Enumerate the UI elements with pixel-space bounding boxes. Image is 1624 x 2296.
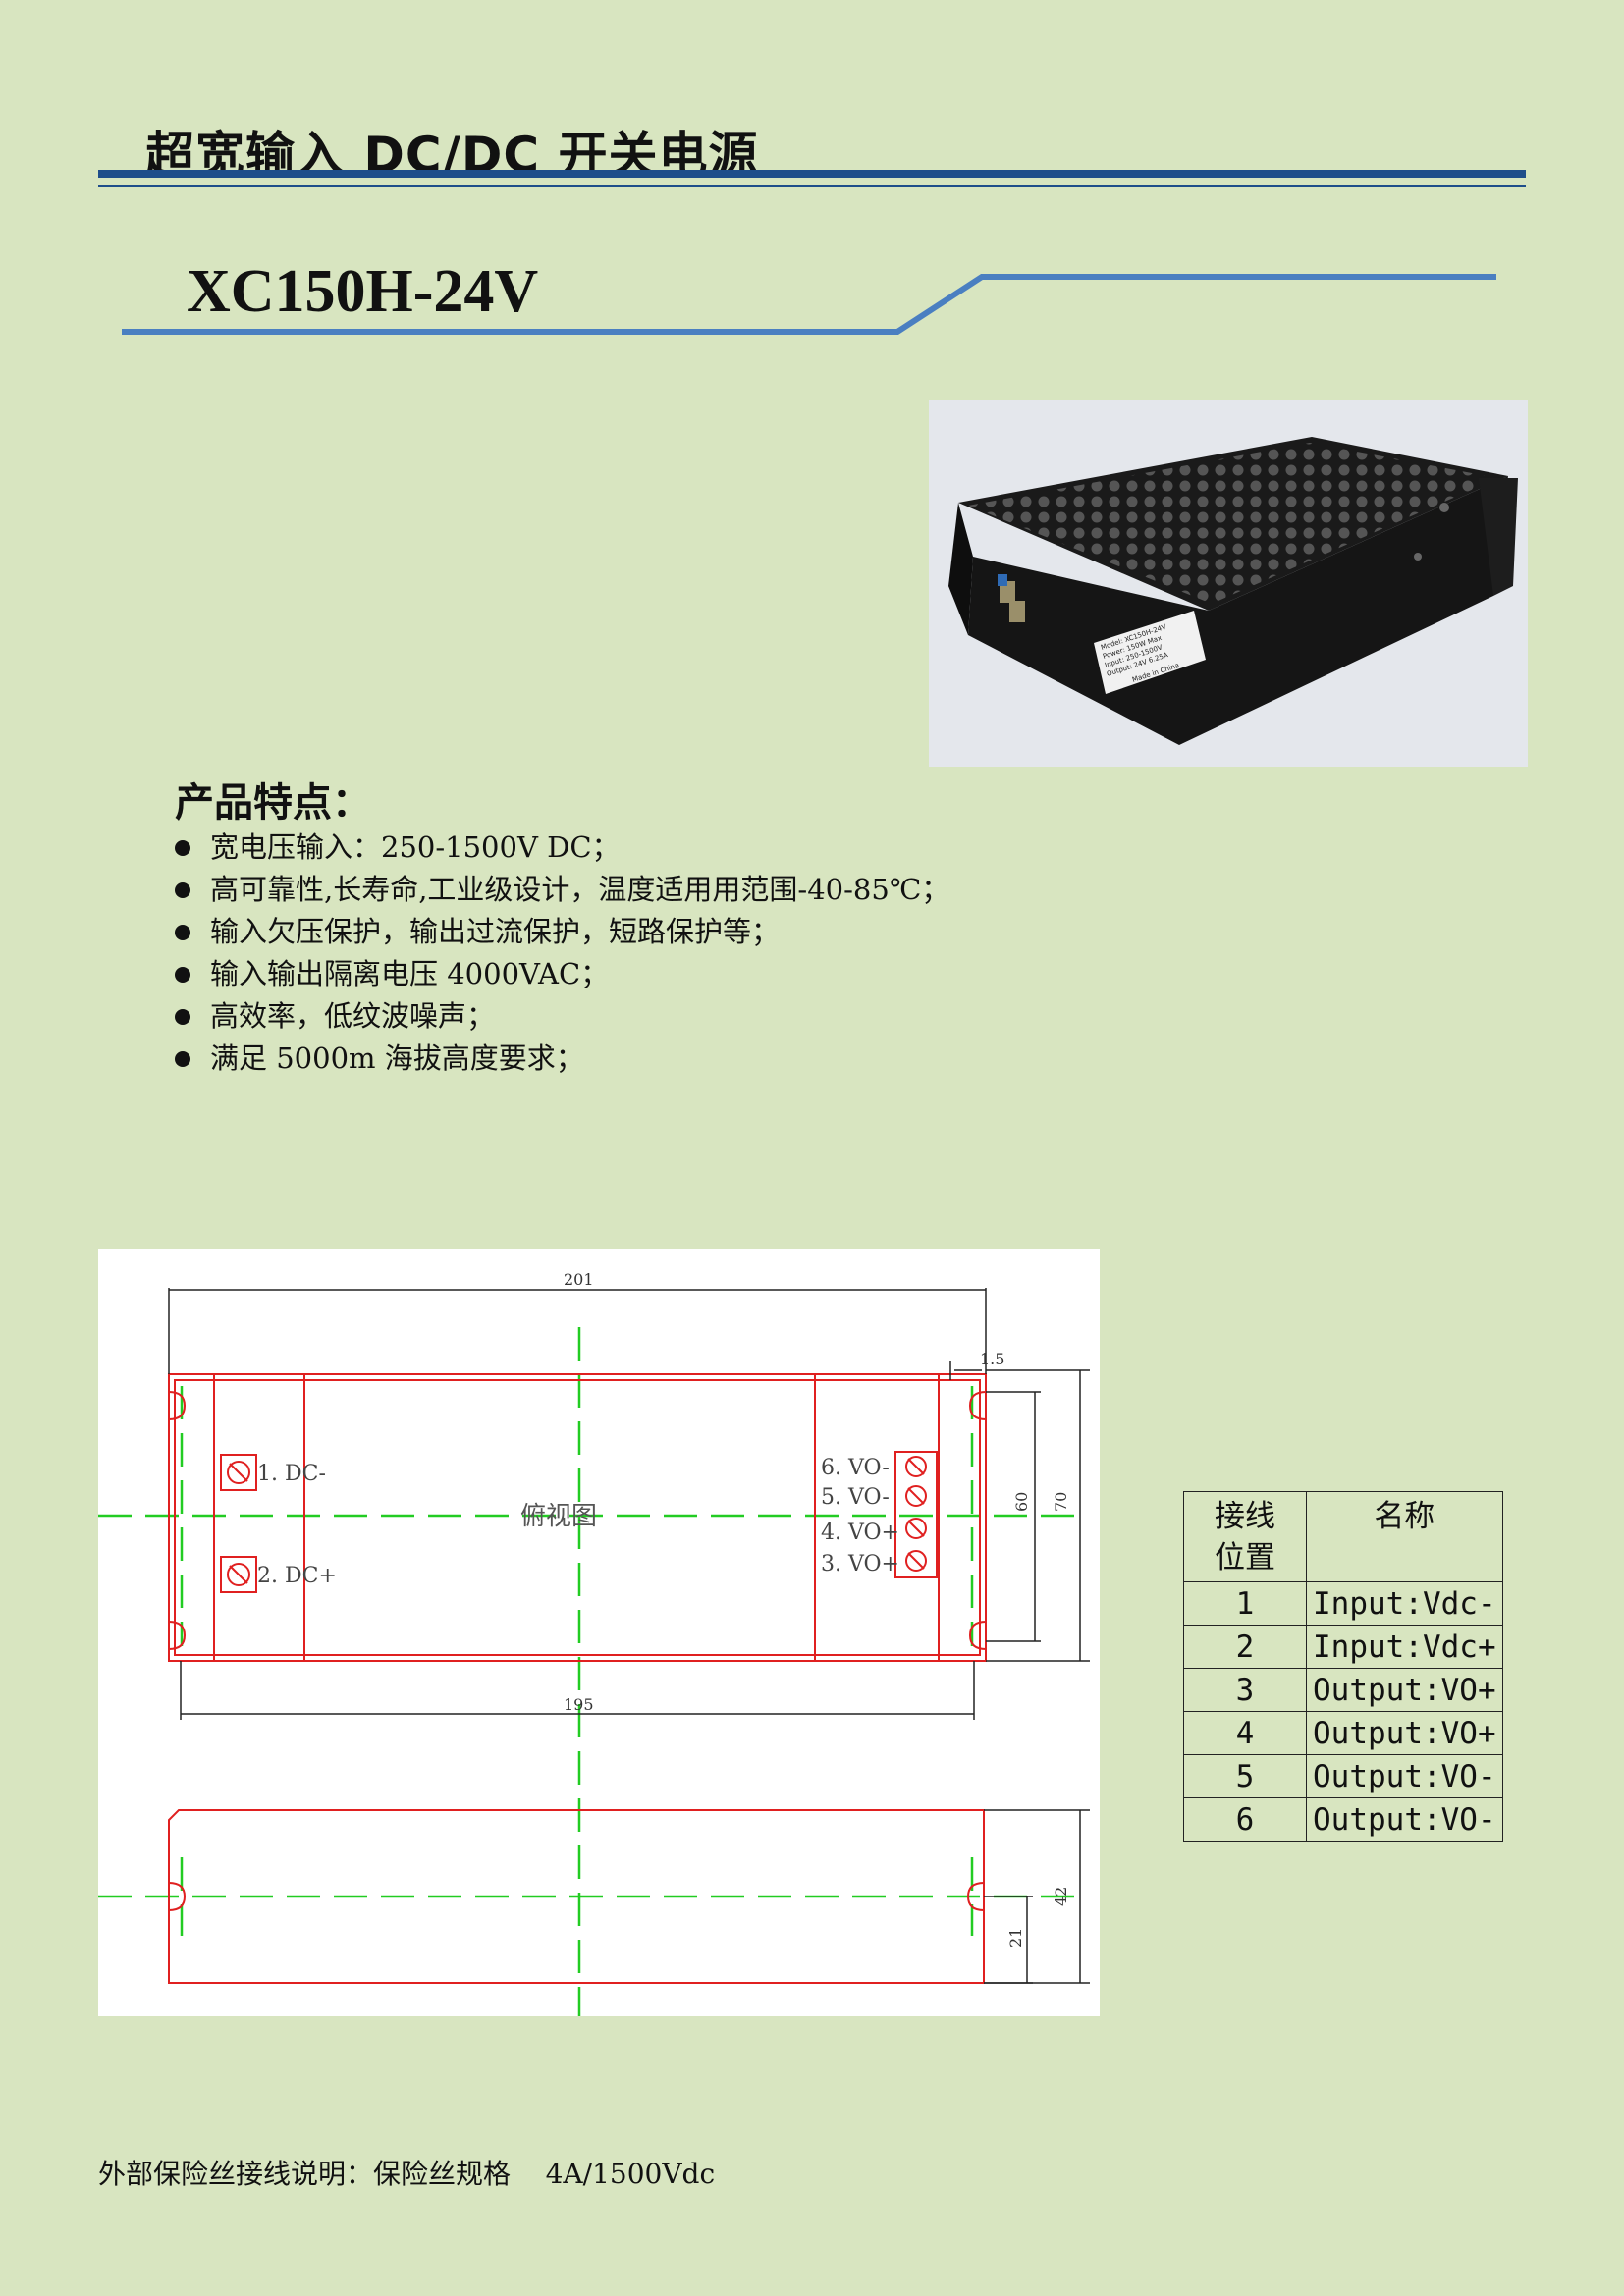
side-view-outline [168, 1809, 985, 1984]
features-title: 产品特点： [175, 780, 371, 826]
feature-item: 宽电压输入：250-1500V DC； [175, 827, 949, 869]
dim-outer-height: 70 [1052, 1492, 1070, 1512]
feature-item: 输入欠压保护，输出过流保护，短路保护等； [175, 911, 949, 953]
pin-position: 5 [1183, 1754, 1307, 1798]
bullet-icon [175, 1008, 190, 1025]
terminal-4: 4. VO+ [821, 1521, 899, 1545]
pin-position: 6 [1183, 1797, 1307, 1842]
features-list: 宽电压输入：250-1500V DC； 高可靠性,长寿命,工业级设计，温度适用用… [175, 827, 949, 1080]
model-name: XC150H-24V [187, 258, 539, 325]
top-view-outline [168, 1373, 987, 1662]
terminal-3: 3. VO+ [821, 1552, 899, 1576]
centerlines [98, 1327, 1085, 2016]
pin-name: Input:Vdc+ [1306, 1625, 1503, 1669]
pin-position: 3 [1183, 1668, 1307, 1712]
feature-text: 满足 5000m 海拔高度要求； [210, 1041, 584, 1075]
terminal-6: 6. VO- [821, 1456, 890, 1480]
header-rule [98, 170, 1526, 178]
bullet-icon [175, 839, 190, 856]
header-position: 接线 位置 [1183, 1491, 1307, 1582]
dimension-lines [168, 1288, 1090, 1984]
pin-name: Input:Vdc- [1306, 1581, 1503, 1626]
pin-position: 2 [1183, 1625, 1307, 1669]
dim-inner-height: 60 [1012, 1492, 1031, 1512]
dim-side-height: 42 [1052, 1887, 1070, 1906]
terminal-dc-minus: 1. DC- [257, 1462, 326, 1486]
mechanical-drawing: 201 195 1.5 70 60 42 21 1. DC- 2. DC+ 6.… [98, 1249, 1100, 2016]
header-position-line-1: 接线 [1215, 1499, 1275, 1534]
view-label: 俯视图 [520, 1502, 597, 1531]
header-name: 名称 [1306, 1491, 1503, 1582]
feature-item: 高可靠性,长寿命,工业级设计，温度适用用范围-40-85℃； [175, 869, 949, 911]
bullet-icon [175, 881, 190, 898]
dim-bottom-length: 195 [564, 1695, 594, 1714]
feature-text: 输入欠压保护，输出过流保护，短路保护等； [210, 915, 781, 948]
dim-top-length: 201 [564, 1270, 594, 1289]
bullet-icon [175, 966, 190, 983]
feature-text: 高可靠性,长寿命,工业级设计，温度适用用范围-40-85℃； [210, 873, 950, 906]
fuse-note: 外部保险丝接线说明：保险丝规格 4A/1500Vdc [98, 2158, 716, 2190]
product-photo: Model: XC150H-24V Power: 150W Max Input:… [929, 400, 1528, 767]
dimension-labels: 201 195 1.5 70 60 42 21 [564, 1270, 1070, 1948]
pin-name: Output:VO- [1306, 1797, 1503, 1842]
pin-name: Output:VO+ [1306, 1711, 1503, 1755]
feature-item: 输入输出隔离电压 4000VAC； [175, 953, 949, 995]
dim-edge: 1.5 [980, 1350, 1004, 1368]
pin-name: Output:VO- [1306, 1754, 1503, 1798]
feature-text: 宽电压输入：250-1500V DC； [210, 830, 621, 864]
terminal-5: 5. VO- [821, 1485, 890, 1510]
bullet-icon [175, 924, 190, 940]
bullet-icon [175, 1050, 190, 1067]
pin-position: 4 [1183, 1711, 1307, 1755]
terminal-labels: 1. DC- 2. DC+ 6. VO- 5. VO- 4. VO+ 3. VO… [257, 1456, 899, 1588]
dim-side-half: 21 [1006, 1928, 1025, 1948]
feature-text: 高效率，低纹波噪声； [210, 999, 496, 1033]
header-position-line-2: 位置 [1215, 1540, 1275, 1575]
terminal-dc-plus: 2. DC+ [257, 1564, 337, 1588]
feature-text: 输入输出隔离电压 4000VAC； [210, 957, 610, 990]
pin-position: 1 [1183, 1581, 1307, 1626]
table-header-row: 接线 位置 名称 [1183, 1491, 1503, 1582]
feature-item: 满足 5000m 海拔高度要求； [175, 1038, 949, 1080]
feature-item: 高效率，低纹波噪声； [175, 995, 949, 1038]
header-rule-thin [98, 185, 1526, 187]
pin-name: Output:VO+ [1306, 1668, 1503, 1712]
